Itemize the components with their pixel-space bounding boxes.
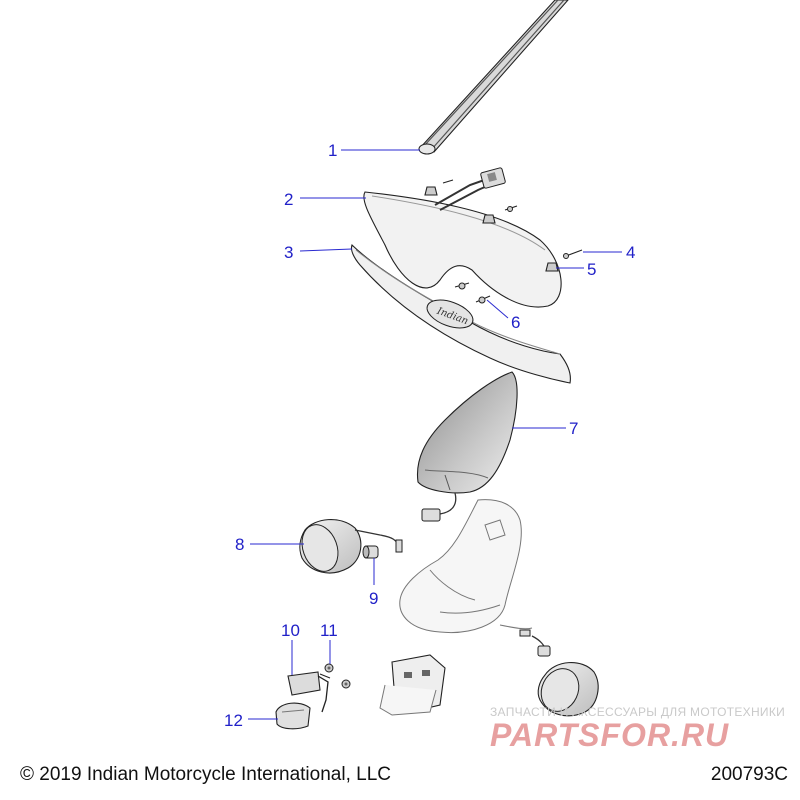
- watermark-logo-text: PARTSFOR.RU: [490, 718, 729, 753]
- callout-4: 4: [626, 243, 635, 262]
- tail-lens-part: [416, 371, 518, 522]
- callout-9: 9: [369, 589, 378, 608]
- callout-7: 7: [569, 419, 578, 438]
- watermark-tagline: ЗАПЧАСТИ И АКСЕССУАРЫ ДЛЯ МОТОТЕХНИКИ: [490, 705, 786, 719]
- callout-11: 11: [320, 621, 338, 640]
- leader-lines: [248, 149, 622, 720]
- callout-12: 12: [224, 711, 243, 730]
- callout-3: 3: [284, 243, 293, 262]
- nut-part: [324, 663, 351, 689]
- turn-signal-left-part: [299, 519, 403, 574]
- trim-bar-part: Indian: [350, 244, 571, 384]
- fender-bracket-ghost: [399, 499, 533, 634]
- turn-signal-right-part: [519, 629, 599, 717]
- plate-bracket-part: [379, 654, 446, 716]
- watermark-logo: PARTSFOR.RU: [490, 718, 729, 753]
- strip-part: [418, 0, 569, 155]
- callout-labels: 1 2 3 4 5 6 7 8 9 10 11 12: [224, 141, 635, 730]
- callout-5: 5: [587, 260, 596, 279]
- fastener-set: [424, 179, 583, 304]
- license-lens-part: [275, 702, 311, 730]
- drawing-number: 200793C: [710, 764, 788, 785]
- copyright-notice: © 2019 Indian Motorcycle International, …: [20, 764, 391, 785]
- license-light-bracket-part: [287, 671, 331, 713]
- callout-10: 10: [281, 621, 300, 640]
- grommet-part: [362, 545, 379, 559]
- callout-1: 1: [328, 141, 337, 160]
- callout-8: 8: [235, 535, 244, 554]
- callout-2: 2: [284, 190, 293, 209]
- light-housing-part: [363, 167, 562, 308]
- callout-6: 6: [511, 313, 520, 332]
